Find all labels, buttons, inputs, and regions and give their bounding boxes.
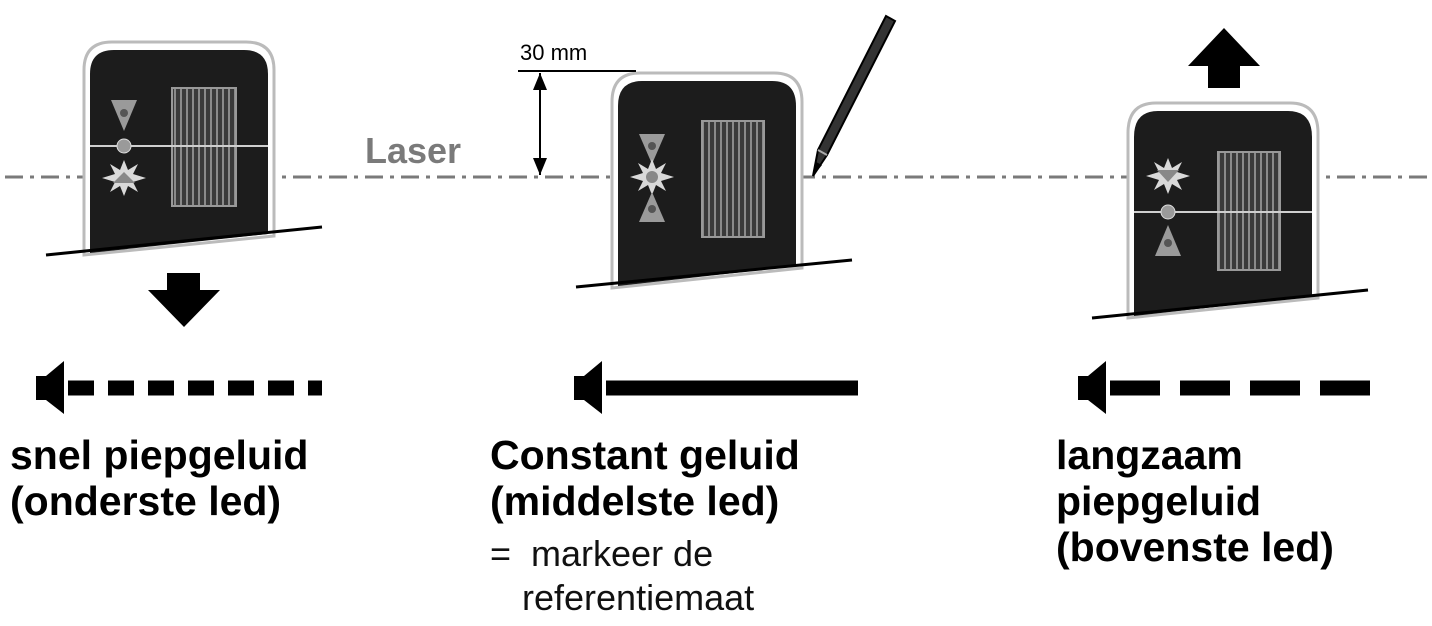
led-top [111, 100, 137, 131]
led-middle [1160, 204, 1176, 220]
led-bottom-lit [102, 160, 146, 196]
caption-left: snel piepgeluid (onderste led) [10, 432, 308, 524]
note-line: referentiemaat [522, 577, 755, 618]
sound-pattern-continuous [574, 361, 858, 414]
caption-right: langzaam piepgeluid (bovenste led) [1056, 432, 1334, 570]
led-bottom [1155, 225, 1181, 256]
caption-middle: Constant geluid (middelste led) [490, 432, 800, 524]
dimension-marker [518, 70, 636, 175]
led-bottom [639, 192, 665, 222]
device-right [1091, 101, 1369, 320]
speaker-icon [1078, 361, 1106, 414]
led-top [639, 134, 665, 164]
device-left [45, 40, 323, 257]
sound-pattern-fast [36, 361, 322, 414]
caption-line: piepgeluid [1056, 478, 1261, 524]
up-arrow [1188, 28, 1260, 88]
speaker-icon [36, 361, 64, 414]
dimension-label: 30 mm [520, 40, 587, 65]
caption-line: (bovenste led) [1056, 524, 1334, 570]
laser-label: Laser [365, 130, 461, 171]
caption-line: Constant geluid [490, 432, 800, 478]
caption-line: (middelste led) [490, 478, 780, 524]
note-line: = markeer de [490, 533, 714, 574]
note-middle: = markeer de referentiemaat [490, 532, 754, 620]
device-middle [518, 14, 897, 290]
sound-pattern-slow [1078, 361, 1388, 414]
speaker-icon [574, 361, 602, 414]
down-arrow [148, 273, 220, 327]
caption-line: (onderste led) [10, 478, 282, 524]
led-middle-lit [630, 159, 674, 195]
caption-line: snel piepgeluid [10, 432, 309, 478]
pencil-icon [812, 14, 897, 177]
caption-line: langzaam [1056, 432, 1243, 478]
sensor-area [701, 120, 765, 238]
led-top-lit [1146, 158, 1190, 194]
led-middle [116, 138, 132, 154]
